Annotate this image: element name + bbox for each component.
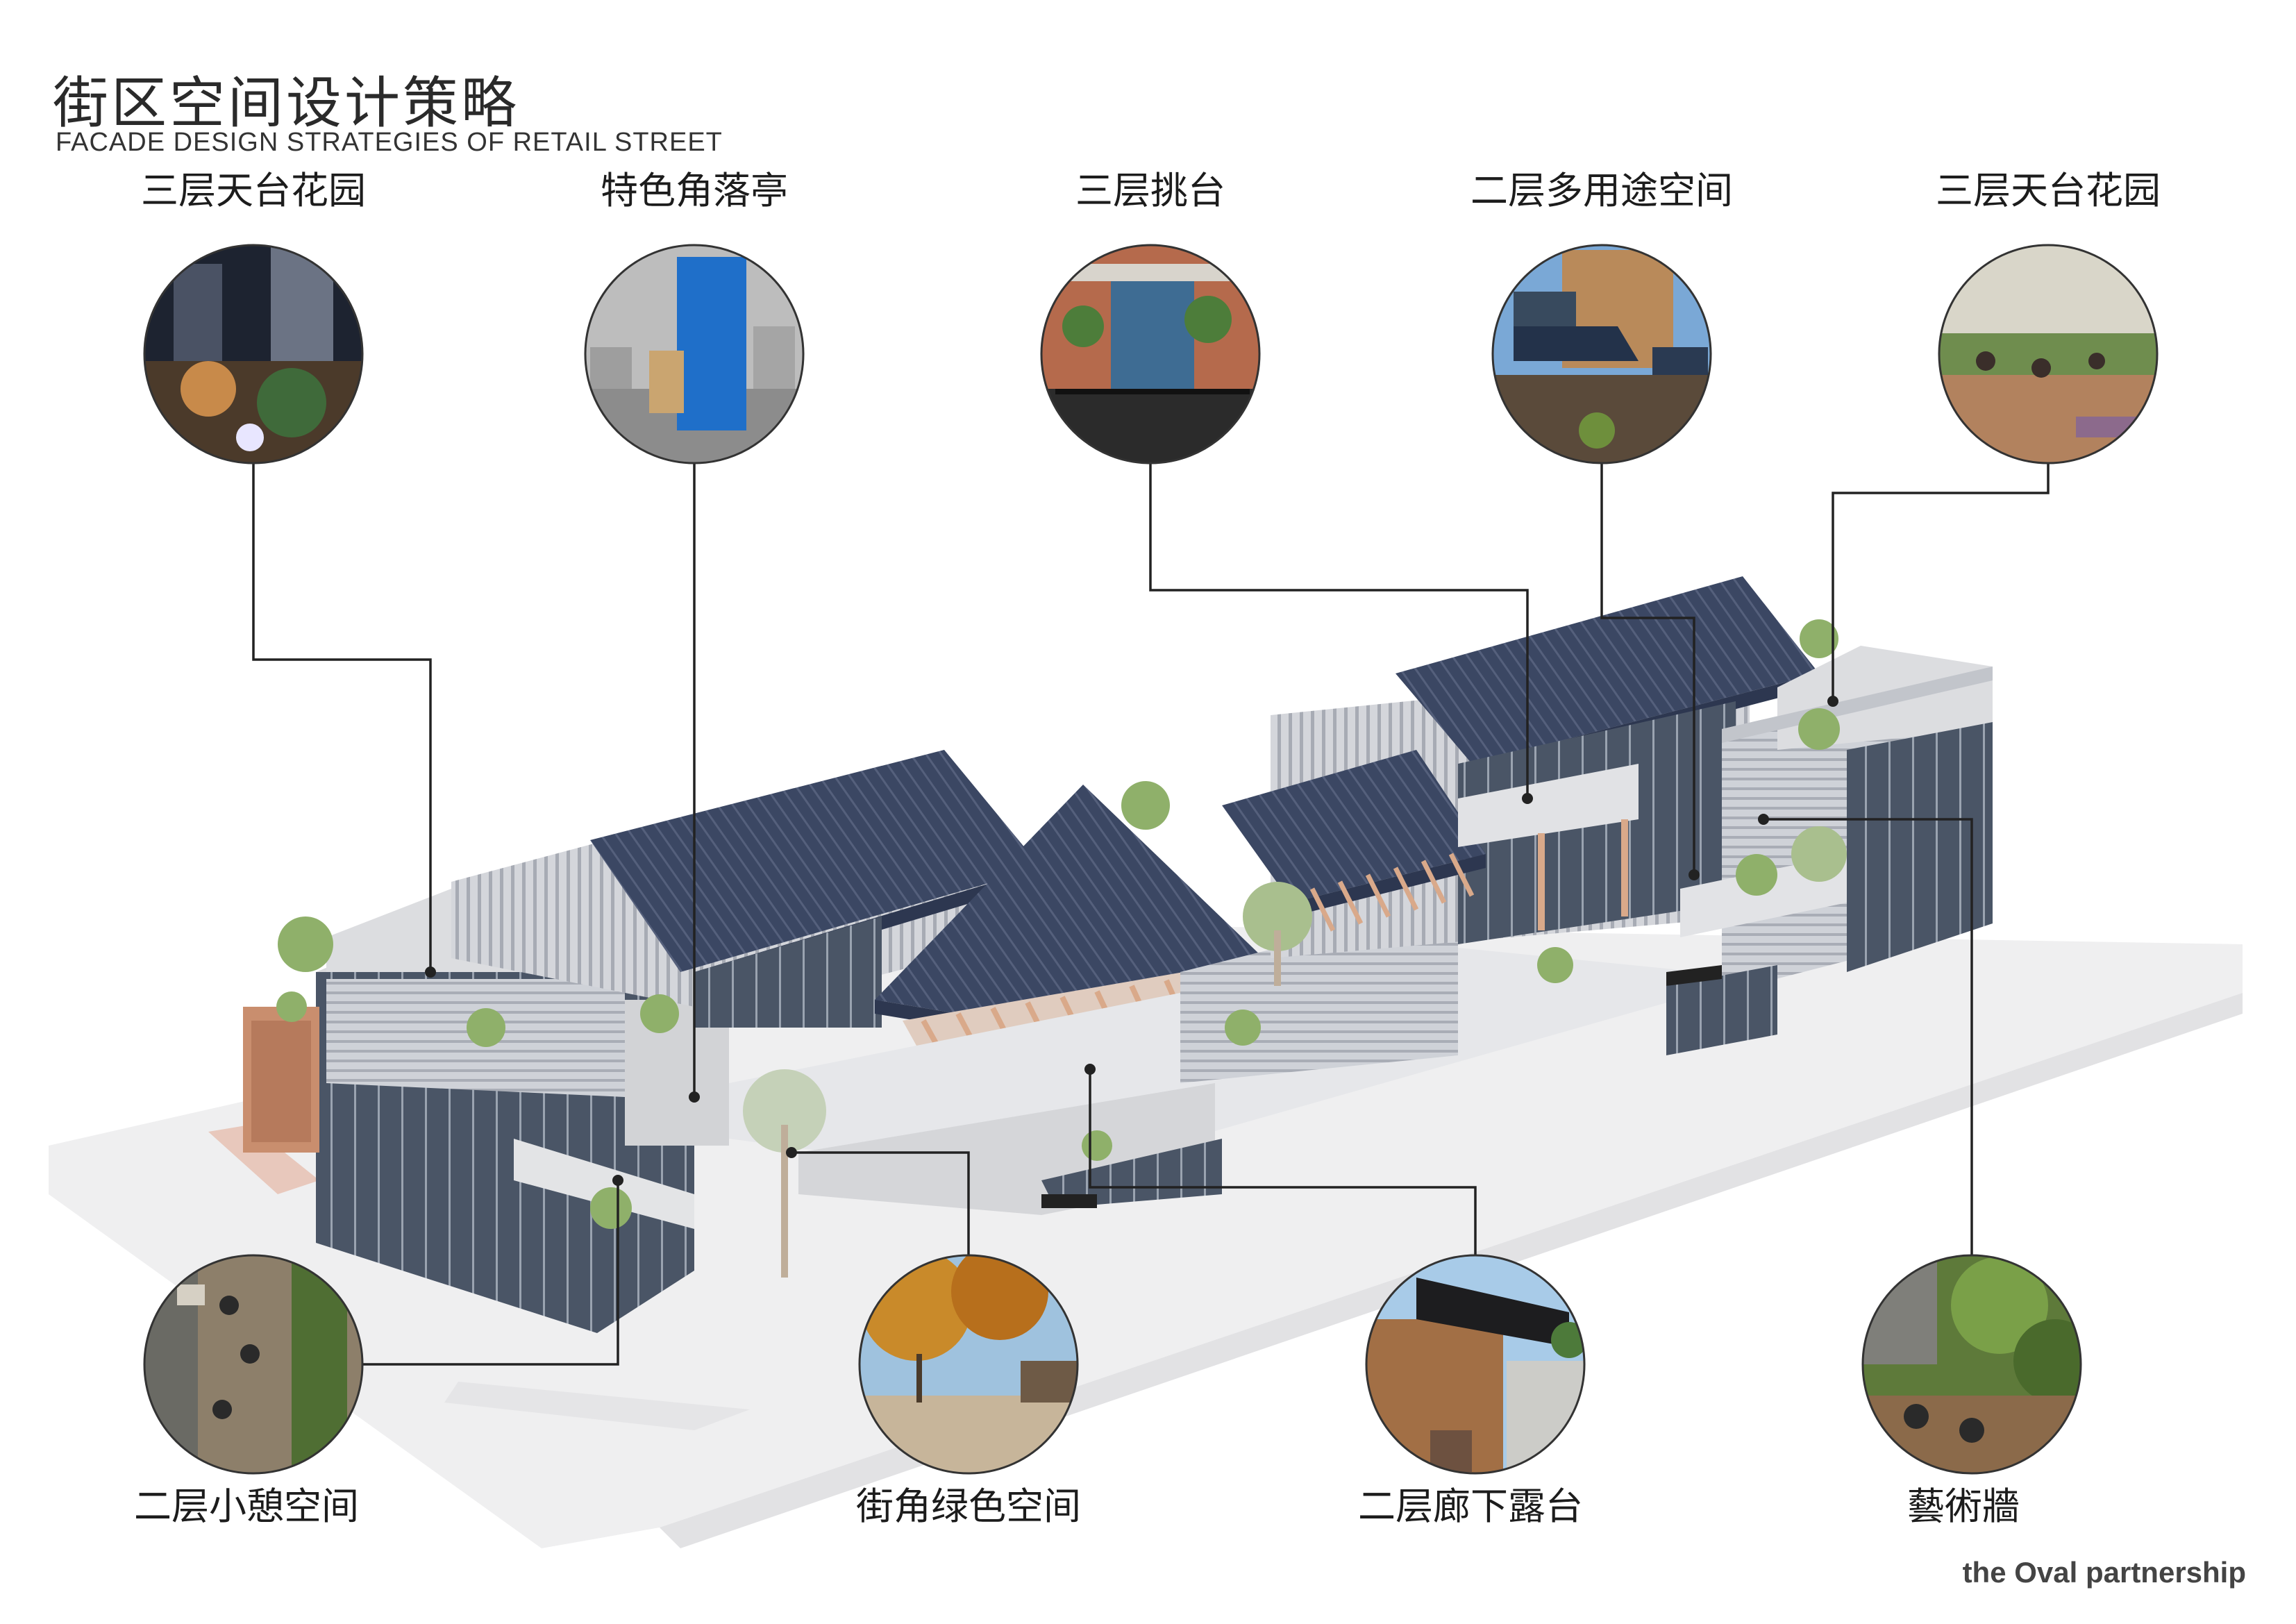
leader-lines: [252, 463, 2050, 1366]
callout-label-corner-green: 街角绿色空间: [856, 1484, 1081, 1528]
blue-corner-kiosk-photo: [584, 244, 805, 464]
callout-label-rooftop-garden-1: 三层天台花园: [141, 169, 366, 212]
planting: [276, 619, 1847, 1229]
callout-label-multi-use-space: 二层多用途空间: [1470, 169, 1733, 212]
building-right-gable-block: [1222, 576, 1819, 958]
rooftop-yoga-garden-photo: [1938, 244, 2159, 464]
credit-logo-text: the Oval partnership: [1962, 1556, 2246, 1589]
tree-trunks: [781, 930, 1281, 1278]
callout-label-rooftop-garden-2: 三层天台花园: [1936, 169, 2161, 212]
callout-label-art-wall: 藝術牆: [1907, 1484, 2020, 1528]
building-left-gable-hall: [451, 750, 1041, 1028]
multi-use-terrace-photo: [1491, 244, 1712, 464]
page-title: 街区空间设计策略: [53, 71, 519, 135]
green-art-wall-photo: [1861, 1254, 2082, 1475]
callout-label-rest-space: 二层小憩空间: [134, 1484, 359, 1528]
cantilever-balcony-photo: [1040, 244, 1261, 464]
rooftop-garden-night-photo: [143, 244, 364, 464]
callout-label-covered-terrace: 二层廊下露台: [1358, 1484, 1583, 1528]
covered-terrace-photo: [1365, 1254, 1586, 1475]
callout-label-corner-kiosk: 特色角落亭: [601, 169, 788, 212]
leader-dots: [425, 696, 1838, 1186]
page-subtitle: FACADE DESIGN STRATEGIES OF RETAIL STREE…: [56, 128, 723, 157]
building-right-end-block: [1666, 646, 1993, 1055]
callout-label-cantilever-balcony: 三层挑台: [1075, 169, 1225, 212]
